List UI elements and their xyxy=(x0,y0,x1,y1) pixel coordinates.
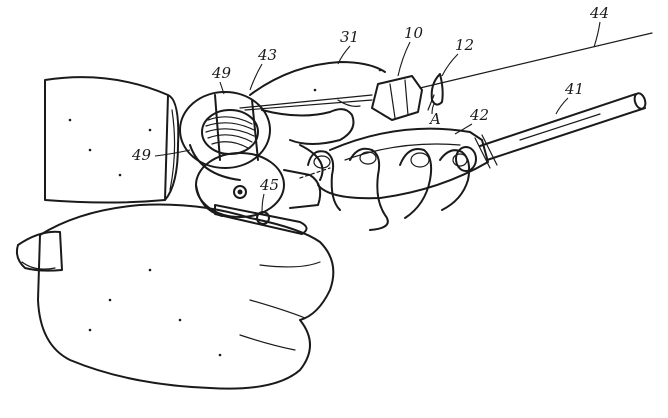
svg-text:44: 44 xyxy=(589,4,609,22)
label-point-a: A xyxy=(428,103,441,128)
label-grip: 42 xyxy=(454,106,489,135)
label-reel-side-left: 49 xyxy=(131,146,191,164)
svg-text:43: 43 xyxy=(257,46,277,64)
line-guide xyxy=(427,73,444,111)
svg-text:10: 10 xyxy=(404,24,424,42)
fishing-line xyxy=(239,32,653,111)
rod xyxy=(474,92,647,169)
svg-text:31: 31 xyxy=(340,28,359,46)
svg-text:49: 49 xyxy=(131,146,152,164)
label-line-guide: 12 xyxy=(441,36,474,77)
label-trigger: 10 xyxy=(397,24,424,77)
label-thumb-lever: 45 xyxy=(259,176,279,213)
thumb-lever xyxy=(214,204,308,235)
trigger-cap xyxy=(371,75,423,121)
rod-grip xyxy=(317,127,489,200)
svg-text:12: 12 xyxy=(455,36,474,54)
svg-text:42: 42 xyxy=(469,106,489,124)
label-line: 44 xyxy=(589,4,609,48)
label-reel-frame: 43 xyxy=(249,46,277,91)
sleeve xyxy=(44,76,180,204)
reel xyxy=(179,91,271,181)
label-rod: 41 xyxy=(555,80,584,115)
upper-hand xyxy=(249,61,386,181)
svg-text:49: 49 xyxy=(211,64,232,82)
reference-labels: 31 10 12 44 41 42 43 49 xyxy=(131,4,609,213)
lower-hand xyxy=(15,203,335,390)
svg-text:41: 41 xyxy=(564,80,584,98)
svg-text:45: 45 xyxy=(259,176,279,194)
label-reel-side-top: 49 xyxy=(211,64,232,95)
gripping-fingers xyxy=(307,147,471,231)
hidden-rod-outline xyxy=(299,167,331,179)
svg-text:A: A xyxy=(428,110,441,128)
label-handle: 31 xyxy=(337,28,359,65)
stipple-dots xyxy=(68,68,382,357)
